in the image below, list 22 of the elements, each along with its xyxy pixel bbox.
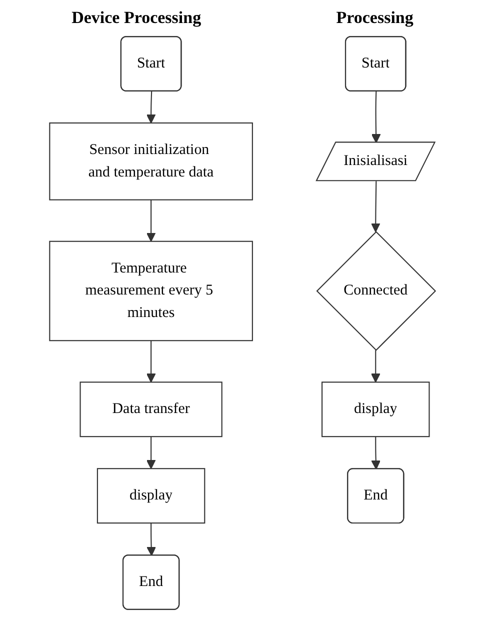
terminal-node: End <box>122 554 180 610</box>
arrow <box>146 436 156 470</box>
arrow <box>370 181 380 232</box>
column-heading: Device Processing <box>72 8 202 28</box>
column-heading: Processing <box>336 8 414 28</box>
process-box: display <box>96 468 206 524</box>
terminal-node: Start <box>344 36 406 92</box>
process-box: Sensor initialization and temperature data <box>49 122 253 200</box>
arrow <box>146 523 156 556</box>
arrow <box>371 436 381 470</box>
process-box: display <box>322 382 430 438</box>
arrow <box>146 200 156 242</box>
process-box: Temperature measurement every 5 minutes <box>49 240 253 342</box>
arrow <box>370 350 380 383</box>
decision-diamond: Connected <box>316 231 436 351</box>
terminal-node: Start <box>120 36 182 92</box>
terminal-node: End <box>347 468 404 524</box>
arrow <box>371 91 381 144</box>
input-parallelogram: Inisialisasi <box>316 142 436 182</box>
process-box: Data transfer <box>80 382 222 438</box>
arrow <box>146 91 156 124</box>
arrow <box>146 340 156 383</box>
